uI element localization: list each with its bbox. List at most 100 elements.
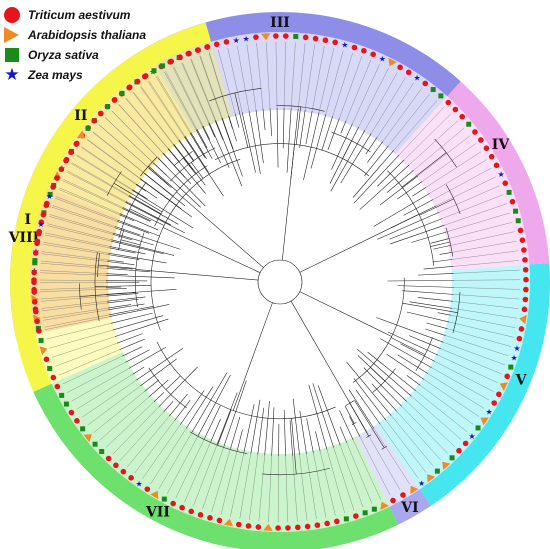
triticum-marker (58, 166, 65, 173)
leaf-guide (318, 48, 335, 113)
branch (208, 123, 216, 138)
leaf-guide (49, 216, 113, 235)
branch (112, 234, 133, 241)
triticum-marker (462, 440, 469, 447)
leaf-guide (393, 100, 438, 151)
branch (128, 195, 162, 214)
branch (202, 126, 222, 164)
oryza-marker (92, 441, 98, 447)
branch (315, 431, 321, 452)
triticum-marker (38, 219, 45, 226)
leaf-guide (132, 92, 174, 145)
clade-label: III (270, 15, 290, 31)
triticum-marker (488, 153, 495, 160)
branch (379, 175, 419, 206)
leaf-guide (406, 401, 455, 447)
branch (109, 247, 136, 254)
leaf-guide (403, 113, 452, 161)
leaf-guide (105, 117, 154, 163)
triticum-marker (142, 73, 149, 79)
leaf-guide (62, 355, 123, 385)
leaf-guide (150, 428, 187, 485)
oryza-marker (362, 510, 368, 516)
leaf-guide (425, 151, 482, 188)
branch (402, 290, 454, 295)
legend-item-triticum: Triticum aestivum (4, 5, 204, 25)
triticum-marker (177, 54, 183, 61)
branch (110, 240, 164, 255)
branch (289, 420, 293, 456)
leaf-guide (211, 448, 231, 513)
triticum-marker (478, 137, 484, 143)
clade-wedge (30, 188, 121, 334)
branch (439, 252, 452, 255)
leaf-guide (443, 342, 506, 366)
leaf-guide (175, 438, 205, 499)
branch (371, 383, 397, 412)
triticum-marker (43, 356, 50, 363)
leaf-guide (380, 424, 419, 479)
branch (367, 351, 416, 392)
leaf-guide (441, 194, 504, 219)
branch (400, 343, 435, 362)
branch (139, 178, 193, 218)
oryza-marker (105, 104, 111, 110)
leaf-guide (370, 77, 406, 134)
clade-band (10, 22, 212, 392)
subclade-arc (262, 467, 330, 476)
arabidopsis-marker (388, 57, 397, 67)
triticum-marker (35, 230, 42, 237)
leaf-guide (366, 432, 401, 490)
leaf-guide (55, 198, 118, 222)
leaf-guide (58, 189, 120, 215)
branch (209, 122, 230, 168)
triticum-marker (97, 110, 104, 117)
leaf-guide (55, 196, 118, 221)
branch (158, 366, 198, 408)
leaf-guide (440, 348, 502, 375)
oryza-marker (513, 208, 519, 214)
branch (234, 92, 249, 148)
leaf-guide (258, 455, 265, 522)
triticum-marker (518, 326, 525, 332)
oryza-marker (99, 448, 105, 454)
leaf-guide (401, 406, 448, 454)
triticum-marker (74, 418, 80, 424)
branch (221, 117, 234, 150)
triticum-marker (519, 237, 526, 243)
leaf-guide (359, 436, 391, 496)
oryza-marker (59, 392, 65, 398)
clade-wedge (48, 65, 194, 218)
triticum-marker (170, 500, 176, 507)
leaf-guide (105, 401, 154, 448)
leaf-guide (200, 55, 223, 118)
branch (295, 106, 301, 145)
leaf-guide (453, 279, 520, 281)
leaf-guide (268, 455, 272, 522)
zea-marker: ★ (233, 36, 240, 45)
leaf-guide (434, 361, 494, 392)
blue-star-icon: ★ (4, 65, 20, 84)
branch (165, 375, 181, 390)
branch (417, 297, 453, 302)
triticum-marker (179, 504, 185, 511)
branch (184, 136, 224, 197)
branch (243, 404, 255, 453)
branch (352, 150, 395, 198)
arabidopsis-marker (83, 434, 92, 443)
triticum-marker (521, 247, 527, 253)
triticum-marker (126, 84, 133, 91)
leaf-guide (449, 321, 514, 338)
leaf-guide (439, 185, 500, 213)
triticum-marker (370, 51, 376, 58)
branch (291, 418, 297, 475)
leaf-guide (46, 323, 112, 340)
triticum-marker (195, 47, 202, 53)
triticum-marker (34, 318, 40, 325)
branch (367, 141, 383, 163)
branch (167, 148, 206, 194)
leaf-guide (283, 42, 286, 109)
orange-triangle-icon (4, 27, 19, 43)
leaf-guide (164, 71, 197, 130)
